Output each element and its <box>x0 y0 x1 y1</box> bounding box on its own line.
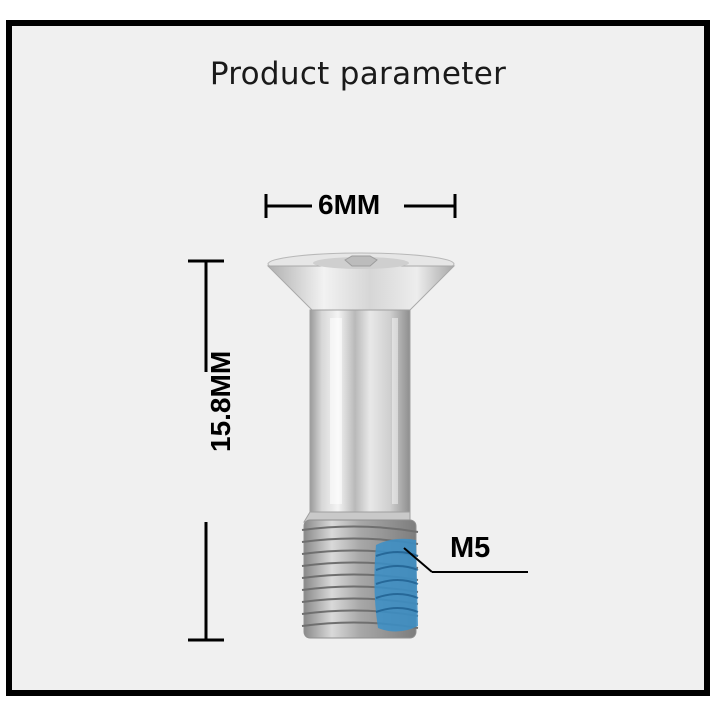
screw-shaft <box>309 309 411 513</box>
screw-head <box>266 252 456 313</box>
length-label: 15.8MM <box>205 350 236 452</box>
length-dimension-line <box>188 259 224 642</box>
page-title: Product parameter <box>209 56 507 92</box>
width-dimension-line <box>264 194 457 218</box>
head-width-label: 6MM <box>318 189 381 220</box>
screw-thread <box>301 511 419 639</box>
thread-size-label: M5 <box>450 532 491 564</box>
thread-leader-line <box>403 547 528 573</box>
